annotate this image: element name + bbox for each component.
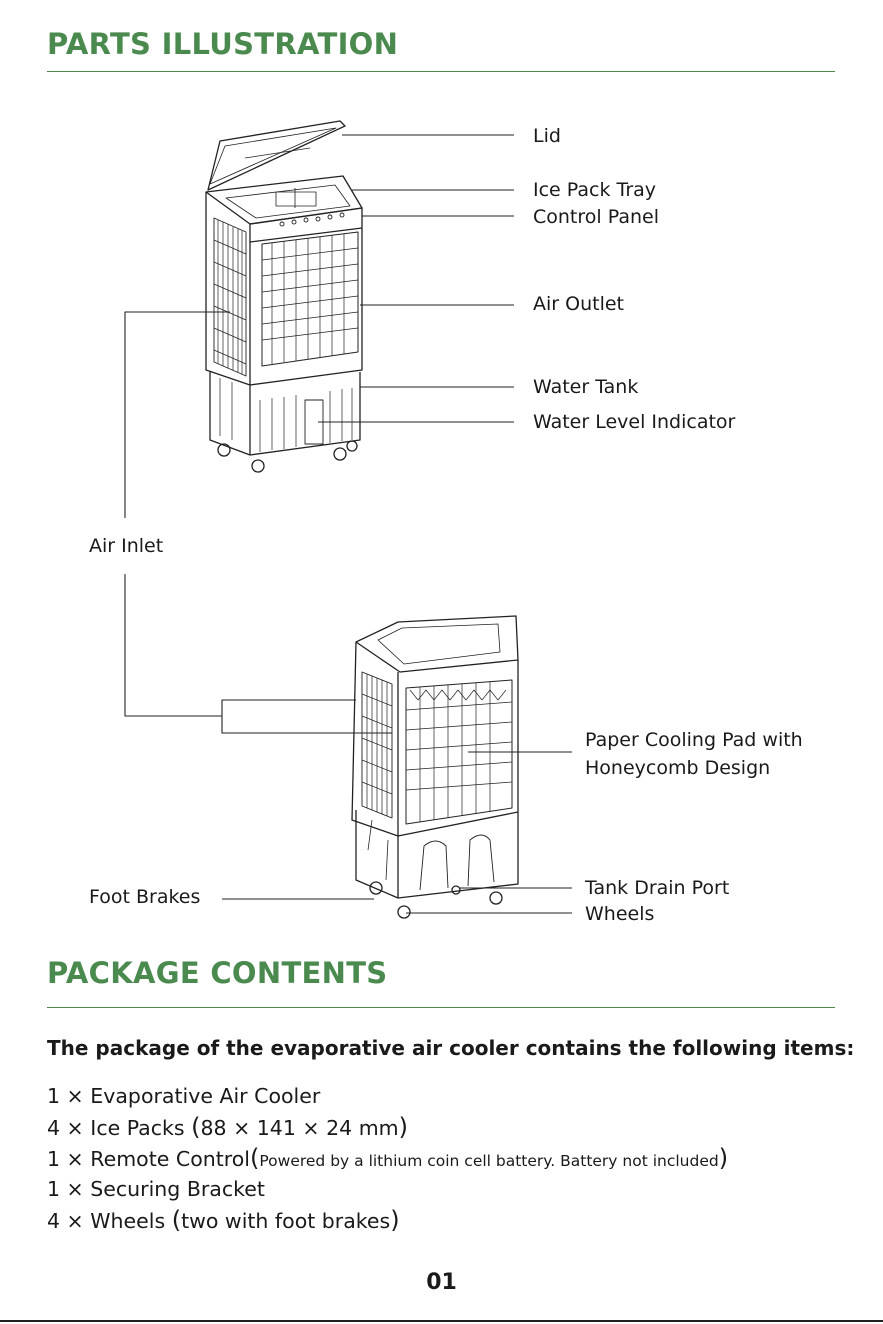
package-intro: The package of the evaporative air coole…	[47, 1036, 855, 1060]
item-detail: 88 × 141 × 24 mm	[200, 1116, 399, 1140]
package-item: 4 × Ice Packs (88 × 141 × 24 mm)	[47, 1113, 409, 1141]
label-paper-pad-line2: Honeycomb Design	[585, 757, 771, 779]
package-title-rule	[47, 1007, 835, 1008]
item-detail: Powered by a lithium coin cell battery. …	[259, 1152, 719, 1170]
item-qty: 1 ×	[47, 1147, 84, 1171]
item-name: Evaporative Air Cooler	[90, 1084, 321, 1108]
label-control-panel: Control Panel	[533, 206, 659, 228]
item-name: Remote Control	[90, 1147, 250, 1171]
label-foot-brakes: Foot Brakes	[89, 886, 201, 908]
package-item: 1 × Securing Bracket	[47, 1174, 265, 1204]
label-ice-pack-tray: Ice Pack Tray	[533, 179, 657, 201]
item-qty: 4 ×	[47, 1116, 84, 1140]
label-wheels: Wheels	[585, 903, 655, 925]
page-number: 01	[426, 1270, 457, 1295]
label-water-tank: Water Tank	[533, 376, 639, 398]
item-name: Ice Packs	[90, 1116, 185, 1140]
cooler-rear-view	[351, 615, 519, 919]
item-qty: 1 ×	[47, 1084, 84, 1108]
label-tank-drain-port: Tank Drain Port	[585, 877, 730, 899]
item-qty: 1 ×	[47, 1177, 84, 1201]
package-item: 1 × Evaporative Air Cooler	[47, 1081, 320, 1111]
item-qty: 4 ×	[47, 1209, 84, 1233]
parts-illustration-title: PARTS ILLUSTRATION	[47, 27, 399, 61]
item-name: Wheels	[90, 1209, 166, 1233]
label-air-outlet: Air Outlet	[533, 293, 624, 315]
label-paper-pad-line1: Paper Cooling Pad with	[585, 729, 803, 751]
label-air-inlet: Air Inlet	[89, 535, 164, 557]
label-lid: Lid	[533, 125, 561, 147]
label-water-level-indicator: Water Level Indicator	[533, 411, 736, 433]
cooler-front-view	[205, 120, 363, 473]
leader-lines	[124, 134, 572, 914]
parts-title-rule	[47, 71, 835, 72]
package-item: 1 × Remote Control(Powered by a lithium …	[47, 1144, 729, 1172]
package-contents-title: PACKAGE CONTENTS	[47, 956, 388, 990]
item-detail: two with foot brakes	[181, 1209, 391, 1233]
item-name: Securing Bracket	[90, 1177, 265, 1201]
package-item: 4 × Wheels (two with foot brakes)	[47, 1206, 400, 1234]
page-bottom-rule	[0, 1320, 883, 1322]
